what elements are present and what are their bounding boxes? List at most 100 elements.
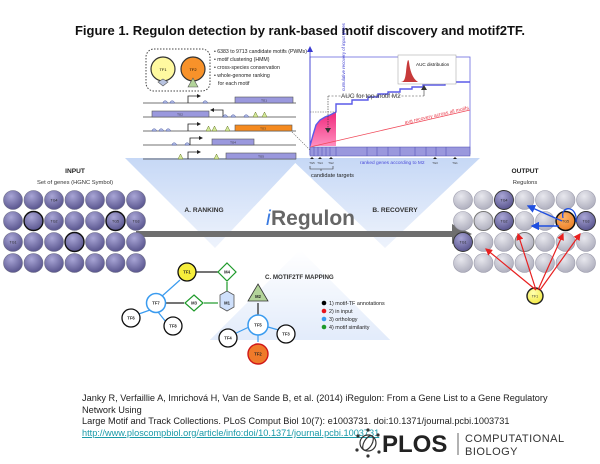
gene-node [473, 232, 494, 252]
gene-node [44, 211, 64, 231]
gene-node [555, 190, 576, 210]
motif-bullets: • 6383 to 9713 candidate motifs (PWMs) •… [214, 49, 307, 87]
label-recovery: B. RECOVERY [372, 207, 418, 214]
gene-track-tg2 [151, 110, 210, 118]
gene-label: TG3 [583, 219, 590, 223]
gene-node [85, 190, 105, 210]
gene-node [494, 190, 514, 210]
mapping-legend: 1) motif-TF annotations 2) in input 3) o… [321, 300, 385, 331]
auc-area [310, 112, 336, 146]
network-m4 [217, 262, 237, 282]
svg-text:i: i [266, 207, 272, 230]
svg-text:TF1: TF1 [183, 270, 191, 275]
svg-text:TG2: TG2 [177, 113, 183, 117]
gene-node [453, 190, 473, 210]
citation-line-1: Janky R, Verfaillie A, Imrichová H, Van … [82, 393, 548, 415]
output-subtitle: Regulons [513, 180, 538, 186]
gene-node [514, 253, 535, 273]
svg-text:M3: M3 [191, 301, 197, 306]
svg-text:TF5: TF5 [254, 323, 262, 328]
svg-text:ranked genes according to M2: ranked genes according to M2 [360, 160, 425, 166]
svg-text:TG5: TG5 [258, 155, 264, 159]
gene-label: TG4 [51, 198, 58, 202]
input-subtitle: Set of genes (HGNC Symbol) [37, 180, 113, 186]
svg-text:TF4: TF4 [224, 336, 232, 341]
gene-label: TG4 [501, 198, 508, 202]
network-tf8 [163, 316, 183, 336]
svg-text:TG2: TG2 [328, 161, 334, 165]
gene-node [535, 232, 555, 252]
motif-hits [151, 100, 249, 146]
network-m1 [219, 290, 235, 312]
citation-line-2: Large Motif and Track Collections. PLoS … [82, 416, 510, 427]
gene-node [514, 190, 535, 210]
gene-node [85, 211, 105, 231]
gene-label: TG1 [460, 240, 467, 244]
label-mapping: C. MOTIF2TF MAPPING [265, 274, 334, 281]
gene-label: TG1 [10, 240, 17, 244]
legend-dot [321, 300, 327, 306]
figure-diagram: TF1 TF2 • 6383 to 9713 candidate motifs … [3, 22, 596, 365]
legend-dot [321, 308, 327, 314]
svg-text:AUC for top motif M2: AUC for top motif M2 [341, 93, 401, 100]
gene-label: TG5 [112, 219, 119, 223]
gene-node [44, 232, 64, 252]
gene-node [3, 253, 23, 273]
svg-text:M1: M1 [224, 301, 230, 306]
ranking-bar [309, 146, 471, 157]
svg-text:2) in input: 2) in input [329, 309, 353, 315]
logo-line-1: COMPUTATIONAL [465, 433, 565, 445]
plos-wordmark: PLOS [382, 431, 447, 458]
gene-node [105, 232, 126, 252]
svg-text:TG3: TG3 [432, 161, 438, 165]
avg-recovery-line [309, 109, 471, 148]
gene-node [453, 253, 473, 273]
gene-node [494, 232, 514, 252]
svg-text:TF2: TF2 [254, 352, 262, 357]
network-tf6 [121, 308, 141, 328]
network-tf4 [218, 328, 238, 348]
plos-globe-icon [355, 428, 381, 458]
svg-text:TG4: TG4 [230, 141, 236, 145]
regulon-edges [485, 204, 581, 291]
svg-text:TG3: TG3 [260, 127, 266, 131]
svg-text:TF3: TF3 [282, 332, 290, 337]
svg-text:• motif clustering (HMM): • motif clustering (HMM) [214, 57, 270, 63]
network-tf7 [145, 292, 167, 314]
svg-text:candidate targets: candidate targets [311, 173, 354, 179]
gene-node [555, 210, 576, 232]
gene-node [23, 253, 44, 273]
gene-node [64, 231, 85, 253]
gene-node [3, 190, 23, 210]
gene-node [23, 232, 44, 252]
gene-node [64, 253, 85, 273]
gene-node [105, 253, 126, 273]
gene-node [494, 211, 514, 231]
legend-dot [321, 316, 327, 322]
gene-label: TG2 [51, 219, 58, 223]
network-tf3 [276, 324, 296, 344]
gene-node [64, 190, 85, 210]
svg-text:3) orthology: 3) orthology [329, 317, 358, 323]
svg-text:• whole-genome ranking: • whole-genome ranking [214, 73, 270, 79]
svg-text:• 6383 to 9713 candidate motif: • 6383 to 9713 candidate motifs (PWMs) [214, 49, 307, 55]
citation-link[interactable]: http://www.ploscompbiol.org/article/info… [82, 427, 380, 438]
gene-node [126, 211, 146, 231]
gene-node [535, 190, 555, 210]
gene-node [44, 253, 64, 273]
svg-text:AUC distribution: AUC distribution [416, 62, 450, 67]
gene-node [535, 253, 555, 273]
network-tf2 [247, 343, 269, 365]
svg-text:cumulative recovery of input g: cumulative recovery of input genes [341, 22, 346, 91]
gene-node [514, 211, 535, 231]
svg-text:• cross-species conservation: • cross-species conservation [214, 65, 280, 71]
network-m2 [247, 283, 269, 302]
gene-track-tg3 [234, 124, 293, 132]
gene-node [576, 190, 596, 210]
gene-node [3, 232, 23, 252]
output-title: OUTPUT [511, 168, 538, 175]
svg-text:TF2: TF2 [189, 67, 197, 72]
svg-text:4) motif similarity: 4) motif similarity [329, 325, 370, 331]
